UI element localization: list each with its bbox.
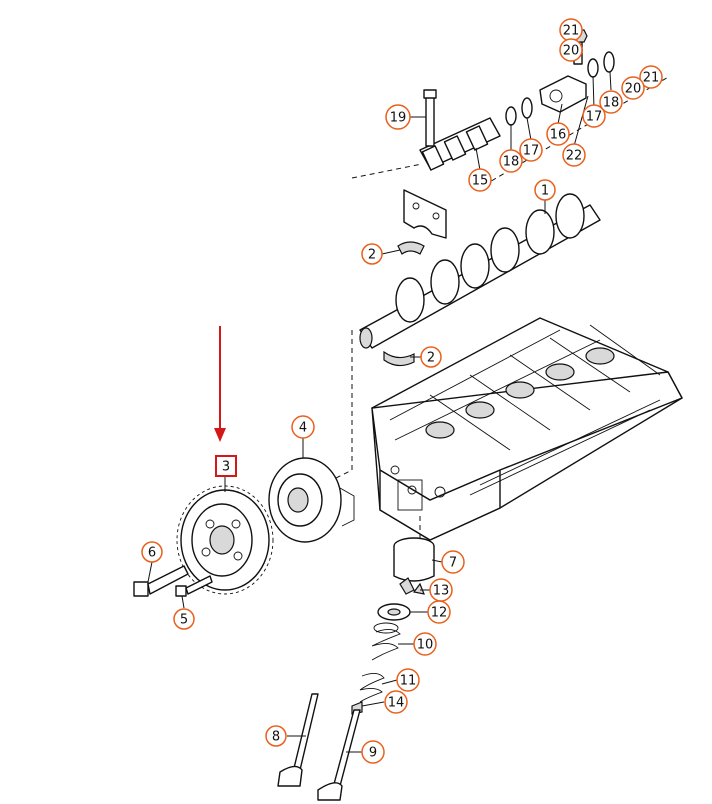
- svg-text:16: 16: [550, 128, 567, 143]
- callout-15: 15: [468, 168, 492, 192]
- callout-16: 16: [546, 122, 570, 146]
- svg-text:9: 9: [369, 746, 377, 761]
- cylinder-head: [371, 317, 683, 541]
- svg-text:18: 18: [503, 155, 520, 170]
- callout-17-left: 17: [519, 138, 543, 162]
- callout-4: 4: [291, 415, 315, 439]
- callout-10: 10: [413, 632, 437, 656]
- svg-text:20: 20: [625, 82, 642, 97]
- callout-9: 9: [361, 740, 385, 764]
- svg-text:21: 21: [563, 24, 580, 39]
- svg-text:5: 5: [180, 613, 188, 628]
- svg-text:1: 1: [541, 184, 549, 199]
- callout-8: 8: [265, 725, 287, 747]
- callout-3-highlighted: 3: [215, 455, 237, 477]
- callout-7: 7: [441, 550, 465, 574]
- svg-text:3: 3: [222, 460, 230, 475]
- callout-2-upper: 2: [361, 243, 383, 265]
- svg-text:20: 20: [563, 44, 580, 59]
- svg-text:11: 11: [400, 674, 417, 689]
- svg-text:13: 13: [433, 584, 450, 599]
- callout-14: 14: [384, 690, 408, 714]
- svg-text:2: 2: [427, 351, 435, 366]
- callout-12: 12: [427, 600, 451, 624]
- hydraulic-tappet: [393, 537, 435, 582]
- svg-text:15: 15: [472, 174, 489, 189]
- sprocket-bolt-5: [175, 575, 213, 597]
- hub-flange: [268, 457, 355, 543]
- svg-text:14: 14: [388, 696, 405, 711]
- spring-retainer: [377, 603, 411, 621]
- callout-6: 6: [141, 541, 163, 563]
- highlight-arrow: [214, 326, 226, 442]
- valve-spring-inner: [359, 673, 385, 703]
- bearing-shell-lower: [383, 350, 415, 367]
- svg-text:12: 12: [431, 606, 448, 621]
- callout-11: 11: [396, 668, 420, 692]
- callout-20-top: 20: [559, 38, 583, 62]
- rocker-arm: [539, 75, 587, 113]
- callout-17-right: 17: [582, 104, 606, 128]
- svg-text:21: 21: [643, 71, 660, 86]
- valve-keepers: [399, 577, 425, 595]
- camshaft: [359, 193, 601, 349]
- svg-text:10: 10: [417, 638, 434, 653]
- callout-21-right: 21: [639, 65, 663, 89]
- callout-5: 5: [173, 608, 195, 630]
- ring-set-upper: [587, 51, 615, 78]
- callout-19: 19: [385, 104, 411, 130]
- bolt-19: [423, 89, 437, 147]
- svg-text:8: 8: [272, 730, 280, 745]
- valve-spring-outer: [371, 622, 401, 661]
- svg-text:18: 18: [603, 96, 620, 111]
- bearing-cap: [403, 189, 447, 239]
- timing-sprocket: [176, 485, 274, 595]
- svg-text:2: 2: [368, 248, 376, 263]
- bearing-shell-upper: [397, 241, 425, 255]
- callout-2-lower: 2: [420, 346, 442, 368]
- svg-text:17: 17: [586, 110, 603, 125]
- svg-text:7: 7: [449, 556, 457, 571]
- callout-1: 1: [534, 179, 556, 201]
- svg-text:17: 17: [523, 144, 540, 159]
- intake-valve: [277, 693, 319, 787]
- callout-22: 22: [562, 143, 586, 167]
- callout-18-right: 18: [599, 90, 623, 114]
- svg-text:4: 4: [299, 421, 307, 436]
- rocker-shaft: [419, 117, 501, 171]
- callout-18-left: 18: [499, 149, 523, 173]
- sprocket-bolt-6: [133, 565, 189, 597]
- svg-text:22: 22: [566, 149, 583, 164]
- svg-text:19: 19: [390, 111, 407, 126]
- exhaust-valve: [317, 709, 361, 801]
- svg-text:6: 6: [148, 546, 156, 561]
- callout-21-top: 21: [559, 18, 583, 42]
- callout-13: 13: [429, 578, 453, 602]
- ring-set-lower: [505, 97, 533, 126]
- callout-20-right: 20: [621, 76, 645, 100]
